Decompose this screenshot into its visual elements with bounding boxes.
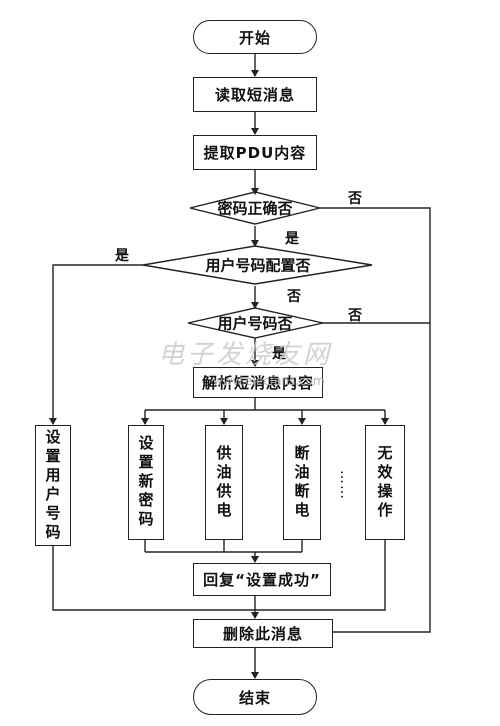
yes-label-password: 是 [285, 231, 299, 247]
start-terminal: 开始 [193, 20, 317, 54]
yes-label-user-config: 是 [115, 248, 129, 264]
cut-oil-box: 断油断电 [283, 425, 321, 540]
invalid-op-box: 无效操作 [365, 425, 405, 540]
delete-sms-box: 删除此消息 [193, 619, 333, 648]
password-check-text: 密码正确否 [217, 199, 293, 218]
user-number-check-text: 用户号码否 [217, 314, 293, 333]
watermark-text: 电子发烧友网 [158, 340, 333, 370]
user-config-check-text: 用户号码配置否 [205, 256, 311, 275]
diamond-user-config [142, 245, 373, 285]
extract-pdu-box: 提取PDU内容 [193, 135, 317, 170]
read-sms-box: 读取短消息 [193, 77, 317, 112]
supply-oil-box: 供油供电 [205, 425, 243, 540]
end-terminal: 结束 [193, 679, 317, 715]
set-user-number-box: 设置用户号码 [35, 425, 71, 546]
no-label-user-config: 否 [287, 289, 301, 305]
no-label-password: 否 [348, 191, 362, 207]
parse-sms-box: 解析短消息内容 [193, 367, 323, 398]
no-label-user-number: 否 [348, 308, 362, 324]
ellipsis-text: …… [337, 470, 353, 500]
reply-box: 回复“设置成功” [193, 563, 331, 596]
yes-label-user-number: 是 [272, 346, 286, 362]
set-new-password-box: 设置新密码 [128, 425, 164, 540]
watermark-url: www.elecfans.com [213, 374, 325, 388]
